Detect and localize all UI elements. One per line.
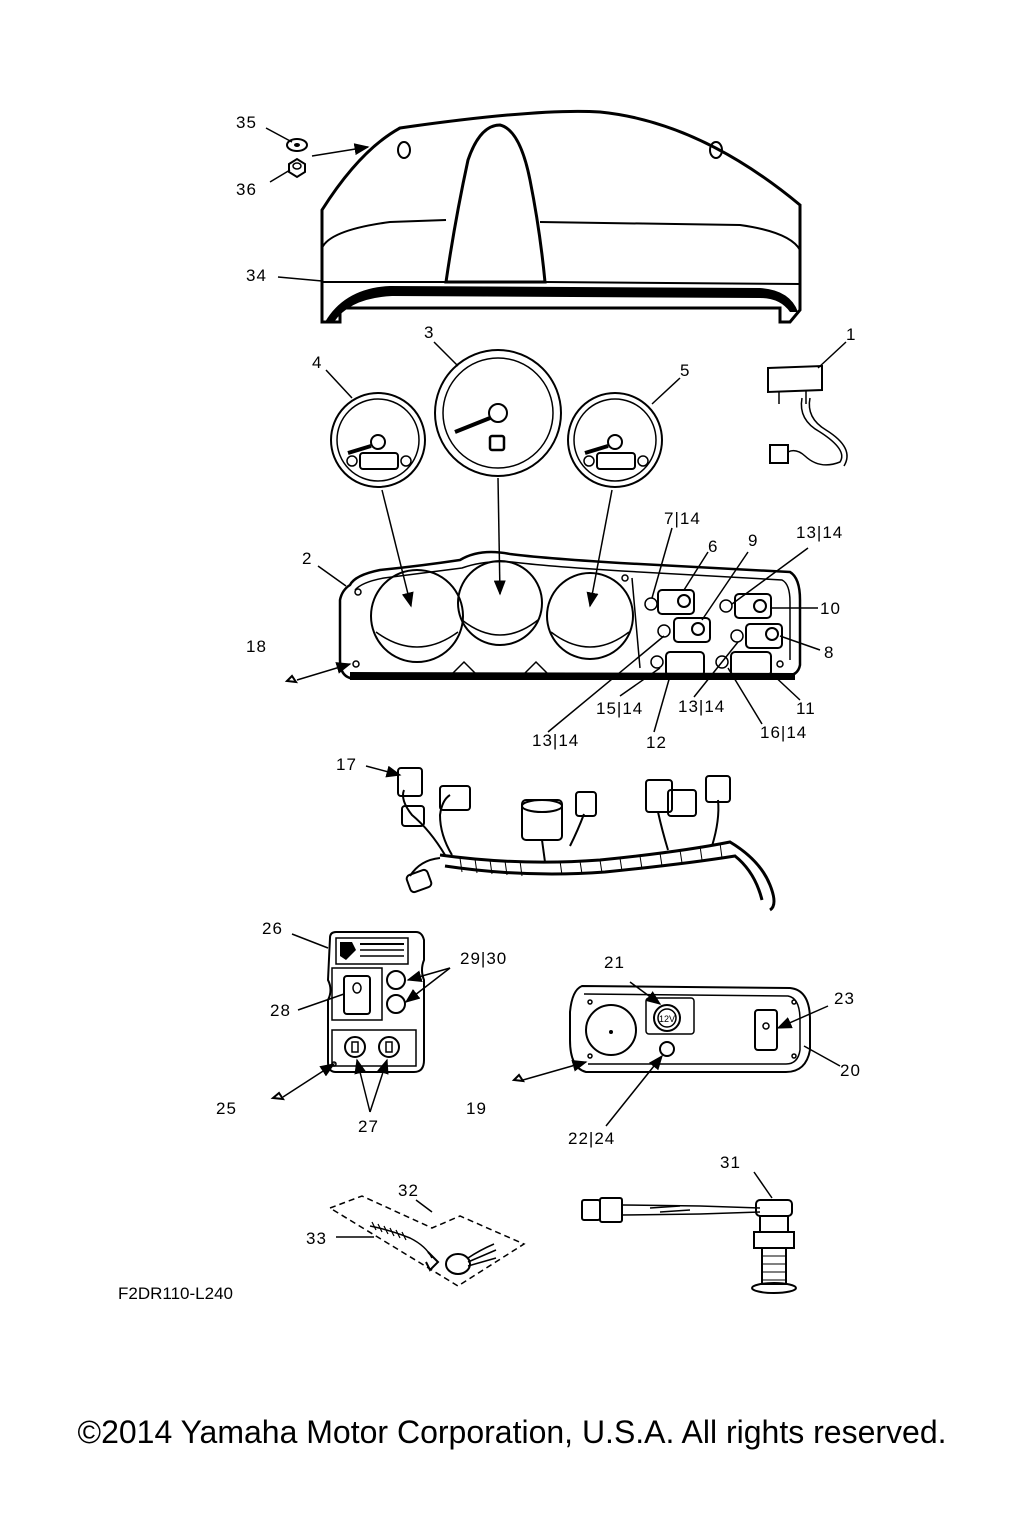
callout-13-14-bottom: 13|14 <box>532 731 579 750</box>
screw-switch-panel <box>270 1091 286 1101</box>
callout-7-14: 7|14 <box>664 509 701 528</box>
callout-6: 6 <box>708 537 718 556</box>
callout-23: 23 <box>834 989 855 1008</box>
cover-visor <box>320 109 802 324</box>
callout-22-24: 22|24 <box>568 1129 615 1148</box>
switch-panel <box>326 931 425 1073</box>
instrument-panel <box>338 550 802 680</box>
callout-11: 11 <box>796 699 816 718</box>
callout-3: 3 <box>424 323 434 342</box>
copyright-notice: ©2014 Yamaha Motor Corporation, U.S.A. A… <box>77 1414 947 1450</box>
callout-8: 8 <box>824 643 834 662</box>
callout-16-14: 16|14 <box>760 723 807 742</box>
callout-27: 27 <box>358 1117 379 1136</box>
callout-36: 36 <box>236 180 257 199</box>
control-module <box>767 364 848 467</box>
callout-20: 20 <box>840 1061 861 1080</box>
callout-labels: 35 36 34 3 1 4 5 7|14 13|14 9 6 2 10 18 … <box>118 113 861 1303</box>
diagram-code: F2DR110-L240 <box>118 1284 233 1303</box>
callout-15-14: 15|14 <box>596 699 643 718</box>
callout-34: 34 <box>246 266 267 285</box>
callout-29-30: 29|30 <box>460 949 507 968</box>
callout-5: 5 <box>680 361 690 380</box>
callout-32: 32 <box>398 1181 419 1200</box>
callout-17: 17 <box>336 755 357 774</box>
leader-lines <box>265 127 847 1011</box>
callout-1: 1 <box>846 325 856 344</box>
gauge-right <box>567 392 663 488</box>
gauge-left <box>330 392 426 488</box>
callout-33: 33 <box>306 1229 327 1248</box>
speed-sensor <box>581 1197 797 1294</box>
nut <box>288 157 306 179</box>
callout-12: 12 <box>646 733 667 752</box>
callout-26: 26 <box>262 919 283 938</box>
callout-25: 25 <box>216 1099 237 1118</box>
callout-35: 35 <box>236 113 257 132</box>
callout-4: 4 <box>312 353 322 372</box>
gauge-large <box>434 349 562 477</box>
callout-19: 19 <box>466 1099 487 1118</box>
callout-28: 28 <box>270 1001 291 1020</box>
callout-2: 2 <box>302 549 312 568</box>
socket-label: 12V <box>659 1014 675 1024</box>
screw-accessory-panel <box>511 1073 526 1083</box>
callout-13-14-mid: 13|14 <box>678 697 725 716</box>
callout-9: 9 <box>748 531 758 550</box>
callout-18: 18 <box>246 637 267 656</box>
screw-panel <box>284 674 299 684</box>
callout-31: 31 <box>720 1153 741 1172</box>
accessory-panel: 12V <box>569 984 811 1073</box>
washer <box>286 138 308 152</box>
repair-kit-box <box>328 1195 526 1287</box>
callout-10: 10 <box>820 599 841 618</box>
wire-harness <box>397 767 776 912</box>
callout-21: 21 <box>604 953 625 972</box>
callout-13-14-top: 13|14 <box>796 523 843 542</box>
